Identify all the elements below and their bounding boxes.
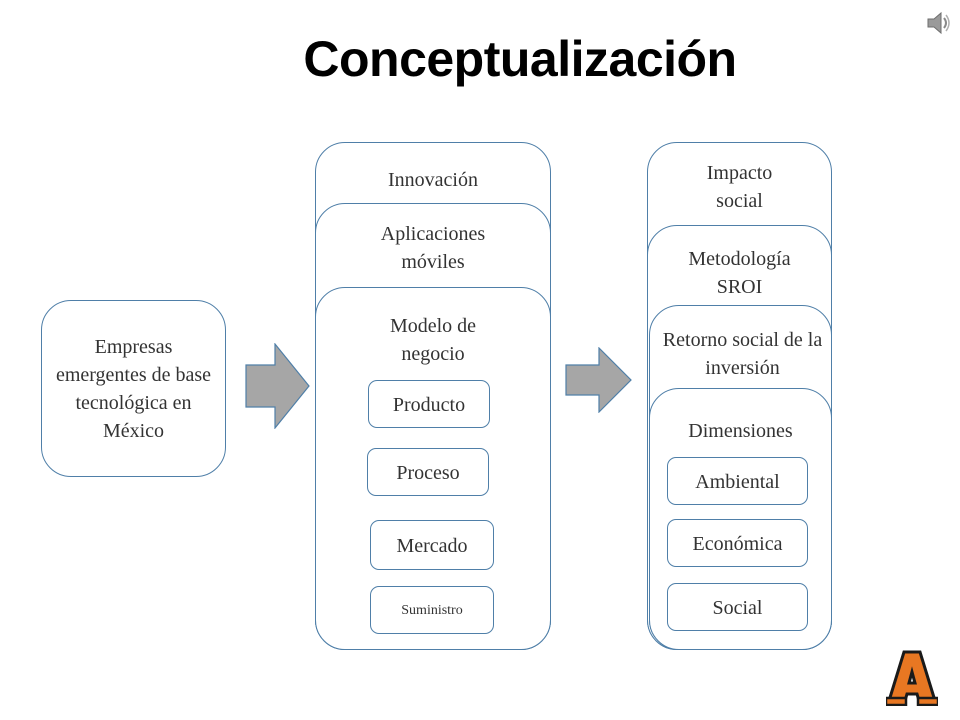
item-social: Social (667, 583, 808, 631)
card-innovacion-label: Innovación (388, 169, 478, 191)
item-producto: Producto (368, 380, 490, 428)
letter-a-logo (886, 650, 938, 706)
source-box: Empresas emergentes de base tecnológica … (41, 300, 226, 477)
item-suministro: Suministro (370, 586, 494, 634)
right-arrow-1 (245, 343, 310, 429)
card-modelo-de-negocio-label: Modelo de negocio (389, 315, 477, 365)
item-proceso: Proceso (367, 448, 489, 496)
card-metodologia-sroi-label: Metodología SROI (688, 248, 791, 298)
speaker-icon[interactable] (926, 10, 952, 36)
item-economica: Económica (667, 519, 808, 567)
card-dimensiones-label: Dimensiones (688, 420, 793, 442)
source-box-label: Empresas emergentes de base tecnológica … (55, 336, 212, 442)
item-ambiental: Ambiental (667, 457, 808, 505)
right-arrow-2 (565, 347, 632, 413)
card-impacto-social-label: Impacto social (706, 162, 773, 212)
card-aplicaciones-moviles-label: Aplicaciones móviles (380, 223, 486, 273)
page-title: Conceptualización (303, 31, 737, 87)
item-mercado: Mercado (370, 520, 494, 570)
card-retorno-social-label: Retorno social de la inversión (662, 329, 823, 379)
